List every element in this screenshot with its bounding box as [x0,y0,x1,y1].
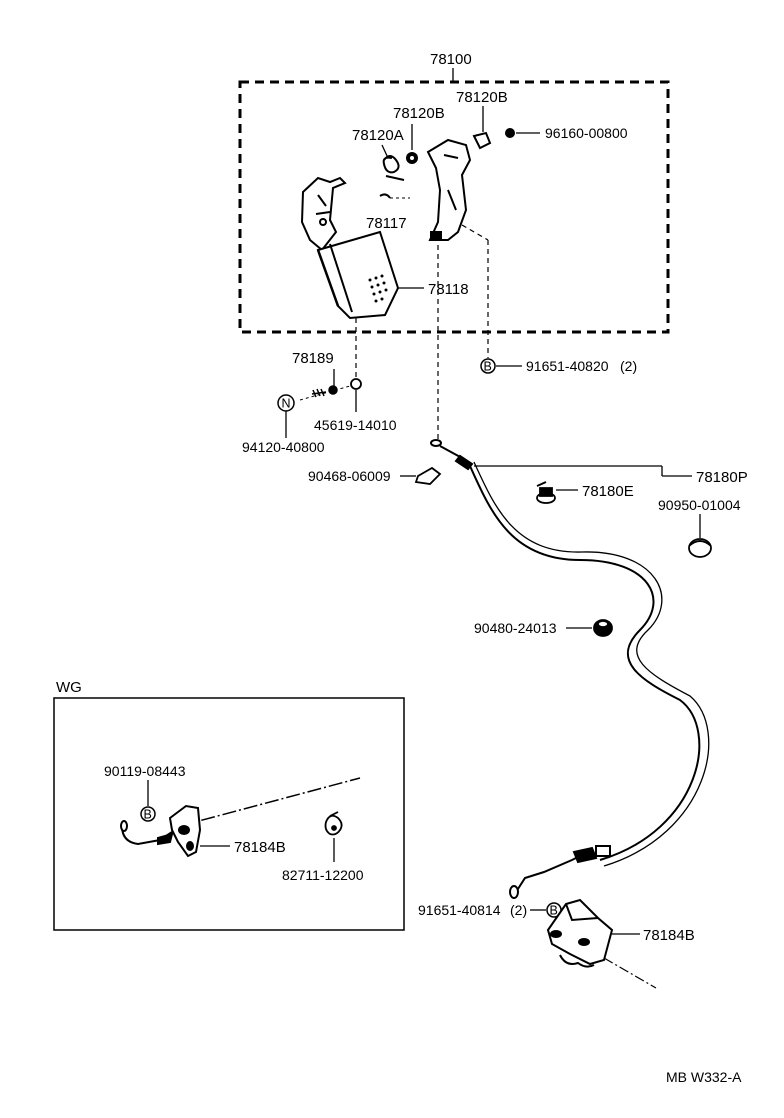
label-78184B-main: 78184B [643,927,695,944]
spring-78120A [382,155,405,181]
label-91651-40820-qty: (2) [620,358,637,374]
bushing-78120B-a [406,152,418,164]
cable-end-lower [509,845,611,899]
cable-end-upper [430,439,474,471]
label-78117: 78117 [366,215,407,232]
label-90480: 90480-24013 [474,620,557,636]
pedal-bracket [426,138,472,241]
stopper-bolt-78189 [311,385,338,398]
bushing-78120B-b [472,131,492,150]
label-78180P: 78180P [696,469,748,486]
label-90119: 90119-08443 [104,763,186,779]
svg-text:B: B [550,904,558,918]
cap-45619 [350,378,362,390]
label-90468: 90468-06009 [308,468,391,484]
svg-text:N: N [282,397,291,411]
label-78118: 78118 [428,281,469,298]
nut-96160 [505,128,515,138]
label-78100: 78100 [430,51,472,68]
clip-78117 [379,193,391,199]
inset-title: WG [56,679,82,696]
label-91651-40814-qty: (2) [510,902,527,918]
label-91651-40820: 91651-40820 [526,358,609,374]
clip-90468 [414,466,442,485]
label-91651-40814: 91651-40814 [418,902,501,918]
label-inset-78184B: 78184B [234,839,286,856]
inset-bracket-78184B [120,804,202,858]
inset-box [53,697,405,931]
label-94120: 94120-40800 [242,439,325,455]
svg-text:B: B [484,360,492,374]
marker-b-91651-40820: B [480,358,496,374]
plug-90950 [688,538,712,558]
label-78189: 78189 [292,350,334,367]
svg-text:B: B [144,808,152,822]
label-96160: 96160-00800 [545,125,628,141]
footer-code: MB W332-A [666,1069,742,1085]
label-45619: 45619-14010 [314,417,397,433]
bracket-78184B-main [546,898,614,968]
pedal-arm [300,176,347,252]
label-78120B-a: 78120B [393,105,445,122]
clip-82711 [324,811,343,836]
label-90950: 90950-01004 [658,497,741,513]
label-78180E: 78180E [582,483,634,500]
label-78120A: 78120A [352,127,404,144]
marker-n-94120: N [277,394,295,412]
pedal-pad [316,230,400,320]
grommet-90480 [593,619,613,637]
label-78120B-b: 78120B [456,89,508,106]
grommet-78180E [536,481,556,504]
marker-b-90119: B [140,806,156,822]
accelerator-cable [469,465,701,861]
label-82711: 82711-12200 [282,867,364,883]
assembly-78100-box [238,80,670,334]
